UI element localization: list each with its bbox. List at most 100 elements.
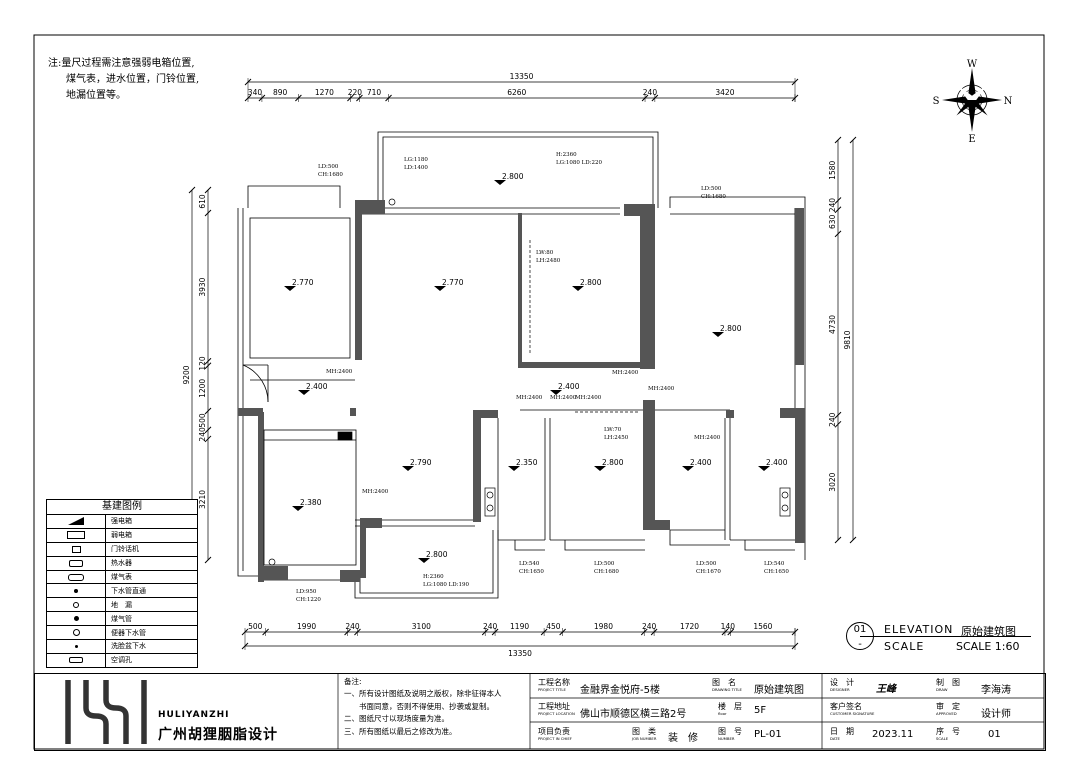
opening-label: LD:500 <box>594 561 615 567</box>
dimension-value: 3100 <box>412 622 431 631</box>
gas-pipe-icon <box>73 616 79 622</box>
dimension-value: 240 <box>643 88 658 97</box>
drawing-title-marker: 01 - ELEVATION SCALE 原始建筑图 SCALE 1:60 <box>846 622 1031 656</box>
opening-label: CH:1680 <box>701 194 726 200</box>
title-block-lines <box>337 673 1044 749</box>
drawing-name: 原始建筑图 <box>754 685 804 696</box>
opening-label: LW:80 <box>536 250 554 256</box>
dimension-value: 240 <box>483 622 498 631</box>
elevation-triangle <box>284 286 296 291</box>
opening-label: LD:950 <box>296 589 317 595</box>
opening-label: CH:1650 <box>519 569 544 575</box>
title-block <box>34 673 1046 751</box>
legend-row: 便器下水管 <box>47 626 197 641</box>
opening-label: CH:1670 <box>696 569 721 575</box>
floor-drain-icon <box>73 601 79 608</box>
opening-label: H:2360 <box>556 152 577 158</box>
elevation-triangle <box>682 466 694 471</box>
note-line: 煤气表，进水位置，门铃位置, <box>66 74 200 85</box>
floor-height: 2.380 <box>300 498 322 507</box>
survey-notes: 注:量尺过程需注意强弱电箱位置, 煤气表，进水位置，门铃位置, 地漏位置等。 <box>48 56 199 104</box>
floor-value: 5F <box>754 705 767 716</box>
remarks-line: 三、所有图纸以最后之修改为准。 <box>344 726 457 736</box>
drawing-number: 01 <box>853 624 867 635</box>
beam-height-label: MH:2400 <box>612 370 639 376</box>
remarks: 备注: 一、所有设计图纸及说明之版权，除非征得本人 书面同意，否则不得使用、抄袭… <box>344 676 502 738</box>
elevation-triangle <box>494 180 506 185</box>
beam-height-label: MH:2400 <box>550 395 577 401</box>
dimension-value: 6260 <box>507 88 526 97</box>
dimension-value: 1980 <box>594 622 613 631</box>
compass-north: W <box>967 59 978 70</box>
legend-row: 地 漏 <box>47 598 197 613</box>
dimension-value: 140 <box>721 622 736 631</box>
compass-west: S <box>933 96 940 107</box>
elevation-triangle <box>298 390 310 395</box>
compass-rose: W E S N <box>933 59 1013 145</box>
floor-height: 2.800 <box>720 324 742 333</box>
floor-height: 2.800 <box>426 550 448 559</box>
remarks-line: 二、图纸尺寸以现场度量为准。 <box>344 714 449 724</box>
dimension-value: 3420 <box>715 88 734 97</box>
dimension-value: 630 <box>828 214 837 229</box>
opening-label: CH:1220 <box>296 597 321 603</box>
dimension-value: 1190 <box>510 622 529 631</box>
dimension-total: 13350 <box>508 649 532 658</box>
walls <box>238 200 805 582</box>
drawer-name: 李海涛 <box>981 685 1011 696</box>
opening-label: LH:2450 <box>604 435 629 441</box>
dimension-value: 610 <box>198 194 207 209</box>
dimension-value: 1200 <box>198 379 207 398</box>
project-name: 金融界金悦府-5楼 <box>580 685 660 696</box>
elevation-triangle <box>402 466 414 471</box>
elevation-triangle <box>292 506 304 511</box>
dimension-value: 3210 <box>198 490 207 509</box>
power-box-icon <box>68 517 84 526</box>
floor-height: 2.770 <box>442 278 464 287</box>
fixtures <box>268 198 791 566</box>
legend-row: 下水管直通 <box>47 584 197 599</box>
elevation-triangle <box>712 332 724 337</box>
partitions <box>242 217 795 566</box>
dimension-total: 9200 <box>182 365 191 384</box>
elevation-triangle <box>572 286 584 291</box>
floor-height: 2.800 <box>502 172 524 181</box>
dimension-value: 240 <box>642 622 657 631</box>
legend-title: 基建图例 <box>47 500 197 515</box>
opening-label: LG:1080 LD:190 <box>423 582 470 588</box>
doorbell-icon <box>71 545 81 553</box>
opening-label: LD:1400 <box>404 165 428 171</box>
note-line: 注:量尺过程需注意强弱电箱位置, <box>48 58 195 69</box>
beam-height-label: MH:2400 <box>575 395 602 401</box>
opening-label: LG:1180 <box>404 157 428 163</box>
dimension-value: 340 <box>248 88 263 97</box>
drawing-title-cn: 原始建筑图 <box>961 625 1016 638</box>
remarks-title: 备注: <box>344 677 362 686</box>
project-location: 佛山市顺德区横三路2号 <box>580 709 687 720</box>
legend-row: 弱电箱 <box>47 528 197 543</box>
dimension-value: 890 <box>273 88 288 97</box>
building-outline <box>237 131 806 599</box>
dimension-value: 240 <box>828 412 837 427</box>
dimension-value: 220 <box>348 88 363 97</box>
brand-english: HULIYANZHI <box>158 710 230 720</box>
opening-label: LG:1080 LD:220 <box>556 160 603 166</box>
legend-row: 强电箱 <box>47 515 197 529</box>
dimension-value: 240 <box>828 198 837 213</box>
toilet-drain-icon <box>72 629 80 637</box>
beam-height-label: MH:2400 <box>516 395 543 401</box>
floor-height: 2.400 <box>558 382 580 391</box>
legend-row: 洗脸盆下水 <box>47 640 197 654</box>
dimension-total: 13350 <box>510 72 534 81</box>
scale-value: SCALE 1:60 <box>956 640 1020 653</box>
dimension-value: 1270 <box>315 88 334 97</box>
